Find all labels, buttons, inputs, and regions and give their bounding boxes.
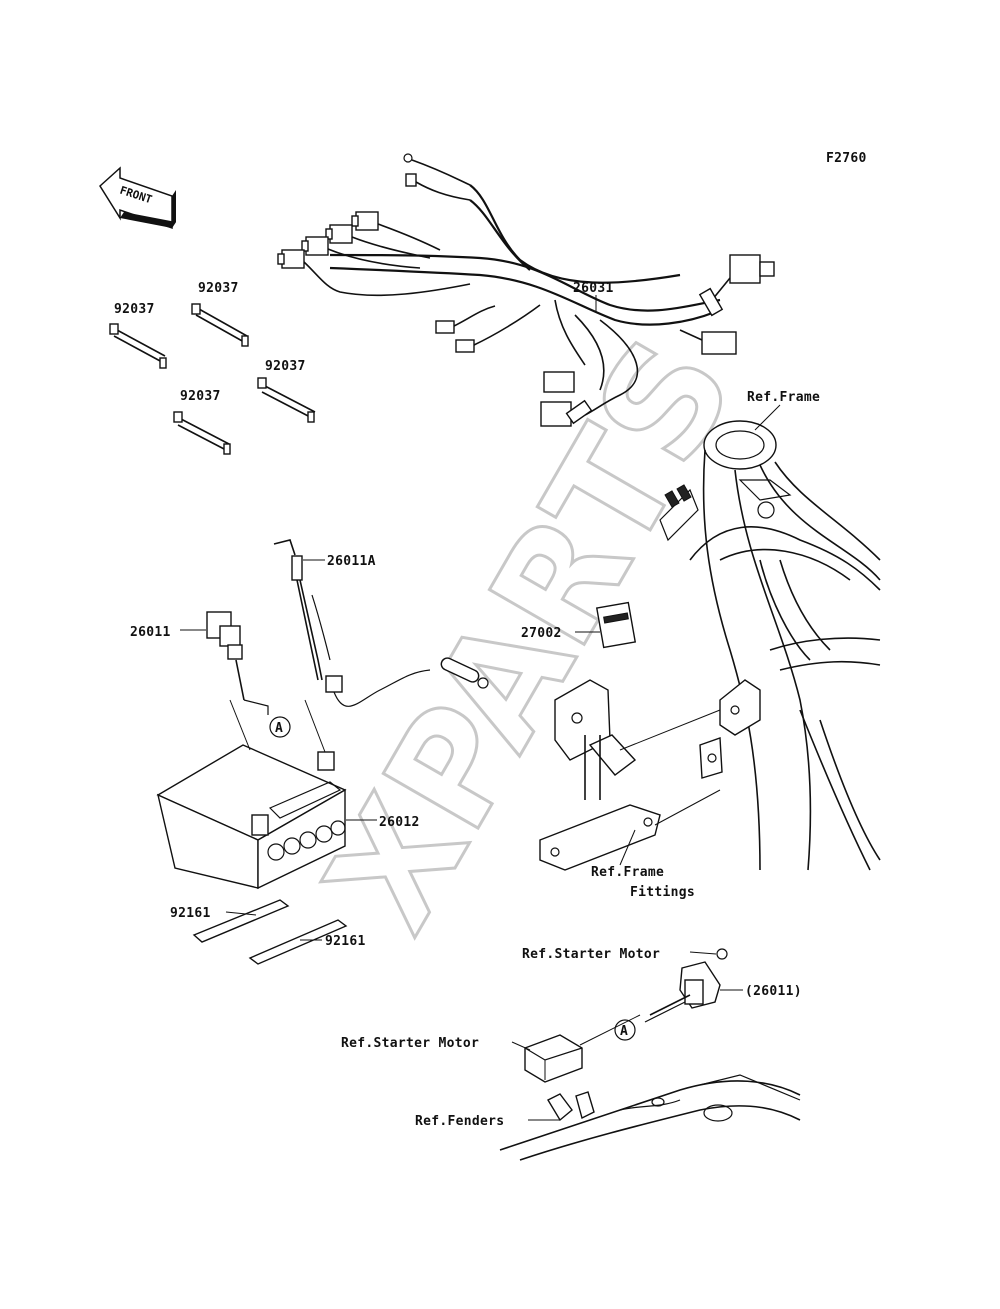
wiring-harness: [277, 153, 775, 427]
label-92037-c: 92037: [265, 359, 306, 374]
marker-a-relay-letter: A: [620, 1024, 628, 1039]
marker-a-letter: A: [275, 721, 283, 736]
battery: [156, 699, 377, 890]
starter-relay-lower: [511, 1034, 583, 1083]
frame-fittings: [539, 679, 721, 871]
label-26011-ref: (26011): [745, 984, 802, 999]
front-arrow-icon: FRONT: [99, 166, 176, 230]
fender-section: [499, 1074, 801, 1161]
label-92161-a: 92161: [170, 906, 211, 921]
label-26011a: 26011A: [327, 554, 376, 569]
label-ref-frame-fittings-1: Ref.Frame: [591, 865, 664, 880]
label-ref-frame: Ref.Frame: [747, 390, 820, 405]
label-92037-d: 92037: [180, 389, 221, 404]
marker-a-battery: A: [269, 716, 291, 738]
label-92037-b: 92037: [114, 302, 155, 317]
cable-band-a: [191, 303, 249, 347]
cable-band-d: [173, 411, 231, 455]
marker-a-relay: A: [614, 1019, 636, 1041]
label-ref-starter-motor-2: Ref.Starter Motor: [341, 1036, 479, 1051]
frame: [659, 420, 881, 871]
label-26011: 26011: [130, 625, 171, 640]
label-ref-frame-fittings-2: Fittings: [630, 885, 695, 900]
label-ref-fenders: Ref.Fenders: [415, 1114, 504, 1129]
battery-cable-positive: [180, 611, 269, 715]
starter-relay: [575, 601, 637, 649]
battery-pad-a: [192, 899, 290, 943]
coil-connector: [277, 211, 471, 297]
label-92037-a: 92037: [198, 281, 239, 296]
label-ref-starter-motor-1: Ref.Starter Motor: [522, 947, 660, 962]
cable-band-c: [257, 377, 316, 423]
starter-relay-cable: [644, 948, 743, 1023]
label-26012: 26012: [379, 815, 420, 830]
battery-pad-b: [248, 919, 348, 965]
figure-code: F2760: [826, 151, 867, 166]
label-27002: 27002: [521, 626, 562, 641]
cable-band-b: [109, 323, 167, 369]
battery-cable-negative: [273, 539, 489, 707]
label-26031: 26031: [573, 281, 614, 296]
label-92161-b: 92161: [325, 934, 366, 949]
